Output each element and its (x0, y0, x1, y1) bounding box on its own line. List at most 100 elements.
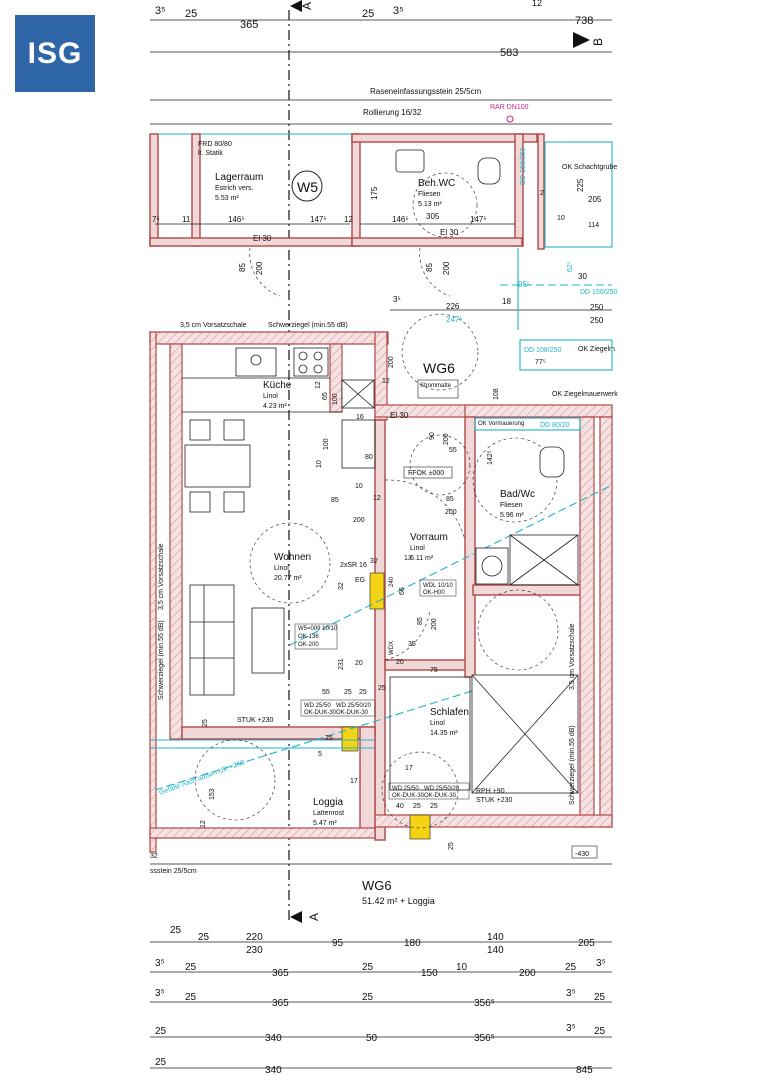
note-dd150-corr: DD 150/250 (580, 289, 617, 296)
note-strom: Strommatte (420, 383, 452, 389)
wall-wc-top (351, 133, 538, 143)
wc-turning-circle (412, 172, 478, 238)
dim-305: 305 (426, 212, 440, 221)
dim-2xsr: 2xSR 16 (340, 562, 367, 569)
dim-250b: 250 (590, 316, 604, 325)
dim-10b: 10 (316, 460, 323, 468)
dim-153: 153 (209, 788, 216, 800)
note-wdl-ok: OK-H00 (423, 590, 445, 596)
dim-205: 205 (588, 195, 602, 204)
sofa (189, 584, 235, 696)
note-wohnen-side: 3,5 cm Vorsatzschale (158, 543, 165, 610)
note-ok-vormauer: OK Vormauerung (478, 421, 524, 427)
bdim-r4-2: 50 (366, 1033, 378, 1044)
top-dim-1: 3⁵ (155, 5, 166, 17)
bdim-r1-4: 180 (404, 938, 421, 949)
bdim-r2-5: 10 (456, 962, 468, 973)
room-kueche-floor: Linol (263, 393, 278, 400)
room-wohnen-area: 20.77 m² (274, 575, 302, 582)
dim-175: 175 (370, 186, 379, 200)
room-lager-name: Lagerraum (215, 172, 263, 183)
note-wdx: WDX (389, 641, 395, 655)
room-wohnen-floor: Linol (274, 565, 289, 572)
dim-146b: 146⁵ (392, 215, 409, 224)
section-b-label: B (591, 38, 605, 46)
section-b-arrow (573, 32, 590, 48)
wall-left-outer (149, 331, 157, 853)
bdim-r3-1: 25 (185, 992, 197, 1003)
dim-25h: 25 (325, 735, 333, 742)
dd-box-bad (474, 417, 581, 431)
loggia-circle (194, 739, 276, 821)
top-dim-583: 583 (500, 47, 518, 59)
wall-top-main (149, 331, 389, 345)
note-frd: FRD 80/80 (198, 141, 232, 148)
note-schwerziegel: Schwerziegel (min.55 dB) (268, 322, 348, 329)
dim-200d: 200 (353, 517, 365, 524)
chair-1 (189, 419, 211, 441)
dim-66: 66 (399, 587, 406, 595)
room-vorraum-name: Vorraum (410, 532, 448, 543)
room-kueche-area: 4.23 m² (263, 403, 287, 410)
dim-200b: 200 (442, 261, 451, 275)
room-lager-floor: Estrich vers. (215, 185, 254, 192)
note-ok-schacht: OK Schachtgrube (562, 164, 617, 171)
room-bad-area: 5.96 m² (500, 512, 524, 519)
door-swing-wc (419, 247, 451, 297)
wg6-circle (401, 313, 479, 391)
note-rar: RAR DN100 (490, 104, 529, 111)
note-wd2: WD 25/50/20 (336, 703, 372, 709)
note-gefaelle: Gefälle nach außen UK +250 (158, 759, 246, 797)
room-bad-name: Bad/Wc (500, 489, 535, 500)
logo-text: ISG (27, 37, 83, 70)
dim-20b: 20 (396, 659, 404, 666)
room-schlafen-name: Schlafen (430, 707, 469, 718)
coffee-table (251, 607, 285, 674)
bdim-r1-3: 95 (332, 938, 344, 949)
note-ok-ziegelm: OK Ziegelm (578, 346, 615, 353)
dim-55b: 55 (322, 689, 330, 696)
bdim-r1-1: 25 (198, 932, 210, 943)
bdim-r3-6: 25 (594, 992, 606, 1003)
bottom-dimension-chains: 25 25 220 230 95 180 140 140 205 3⁵ 25 3… (150, 925, 612, 1076)
room-loggia-name: Loggia (313, 797, 343, 808)
top-dim-4: 25 (362, 8, 374, 20)
note-vorsatz: 3,5 cm Vorsatzschale (180, 322, 247, 329)
room-loggia-area: 5.47 m² (313, 820, 337, 827)
top-dim-5: 3⁵ (393, 5, 404, 17)
wc-sink (395, 149, 425, 173)
room-behwc-area: 5.13 m² (418, 201, 442, 208)
wall-shaft-left (537, 133, 545, 250)
dim-32: 32 (370, 558, 378, 565)
unit-wg6-label: WG6 (423, 360, 455, 376)
insulation-loggia (341, 726, 359, 752)
dim-35b: 35 (408, 641, 416, 648)
bdim-r3-4: 356⁵ (474, 998, 495, 1009)
room-behwc-name: Beh.WC (418, 178, 455, 189)
room-vorraum-floor: Linol (410, 545, 425, 552)
dim-5: 5 (318, 751, 322, 758)
note-minus430: -430 (575, 851, 589, 858)
top-dim-3: 365 (240, 19, 258, 31)
bdim-r2-0: 3⁵ (155, 958, 165, 969)
dim-25e: 25 (430, 803, 438, 810)
dim-17b: 17 (405, 765, 413, 772)
note-wd3: WD 25/50 (392, 786, 419, 792)
wall-bad-left (464, 416, 476, 678)
summary-name: WG6 (362, 878, 392, 893)
dim-18: 18 (502, 297, 511, 306)
note-wd-ok2: OK-DUK-30 (336, 710, 369, 716)
shaft-outline (544, 141, 613, 248)
dim-100b: 100 (332, 393, 339, 405)
dim-85d: 85 (446, 496, 454, 503)
dining-table (184, 444, 251, 488)
dim-2: 2 (540, 190, 544, 197)
dim-85a: 85 (238, 263, 247, 272)
section-marker-bottom (290, 911, 302, 923)
dim-247: 247⁵ (446, 315, 463, 324)
wall-vorraum-left (374, 419, 386, 841)
top-dim-6: 738 (575, 15, 593, 27)
bad-washer (475, 547, 509, 585)
bdim-r4-1: 340 (265, 1033, 282, 1044)
bdim-r3-5: 3⁵ (566, 988, 576, 999)
